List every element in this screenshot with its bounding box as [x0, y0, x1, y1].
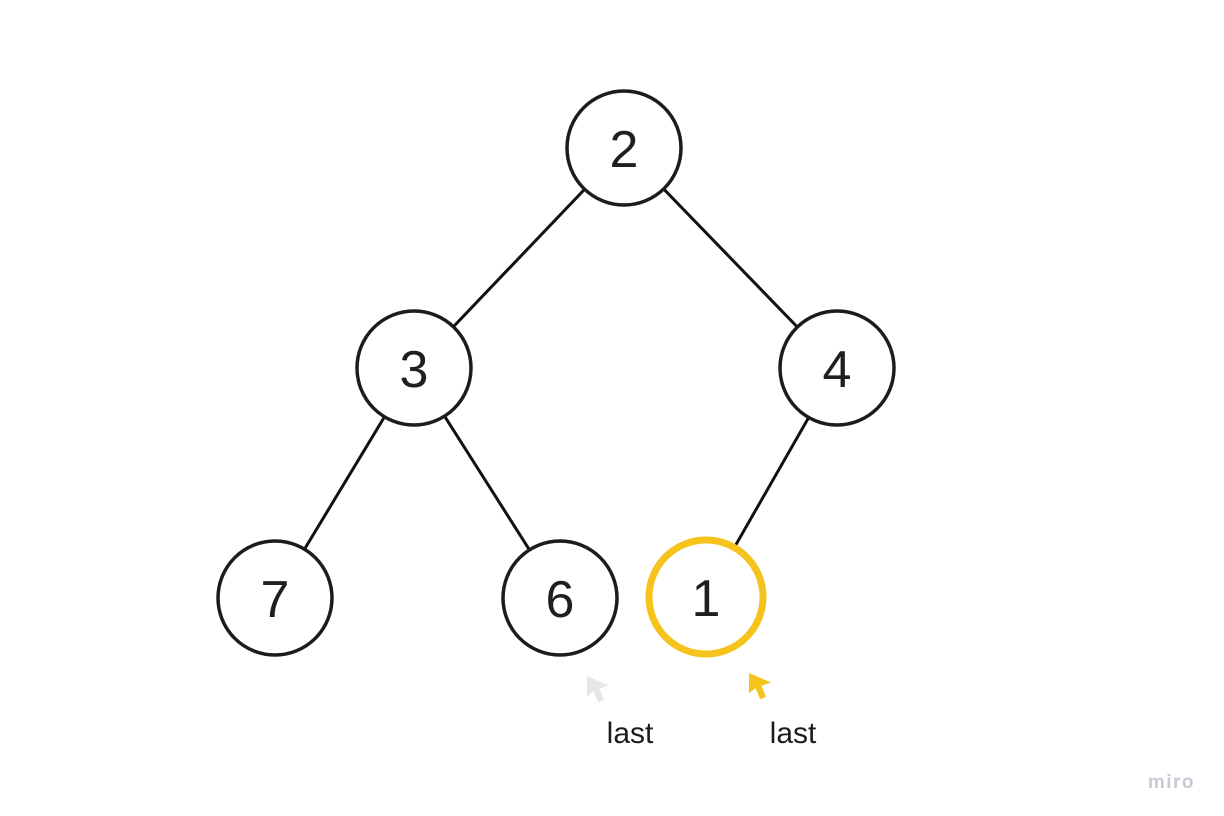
collaborator-cursor-gray-group: last — [587, 676, 654, 750]
tree-nodes: 2 3 4 7 6 1 — [216, 89, 896, 658]
tree-node-4[interactable]: 4 — [778, 309, 896, 427]
cursors-layer: last last — [587, 673, 817, 750]
node-value: 7 — [261, 571, 290, 629]
cursor-label-text[interactable]: last — [607, 717, 654, 750]
tree-node-1[interactable]: 1 — [645, 536, 767, 658]
node-circle — [216, 539, 334, 657]
node-circle — [778, 309, 896, 427]
node-circle — [565, 89, 683, 207]
node-value: 6 — [546, 571, 575, 629]
tree-node-3[interactable]: 3 — [355, 309, 473, 427]
tree-node-7[interactable]: 7 — [216, 539, 334, 657]
node-circle-highlighted — [645, 536, 767, 658]
cursor-label-text[interactable]: last — [770, 717, 817, 750]
node-value: 2 — [610, 121, 639, 179]
tree-node-6[interactable]: 6 — [501, 539, 619, 657]
node-value: 1 — [692, 570, 721, 628]
collaborator-cursor-yellow-group: last — [749, 673, 817, 750]
node-circle — [355, 309, 473, 427]
miro-watermark: miro — [1147, 772, 1195, 793]
tree-node-2[interactable]: 2 — [565, 89, 683, 207]
node-value: 3 — [400, 341, 429, 399]
node-circle — [501, 539, 619, 657]
collaborator-cursor-gray-icon — [587, 676, 609, 703]
node-value: 4 — [823, 341, 852, 399]
collaborator-cursor-yellow-icon — [749, 673, 771, 700]
